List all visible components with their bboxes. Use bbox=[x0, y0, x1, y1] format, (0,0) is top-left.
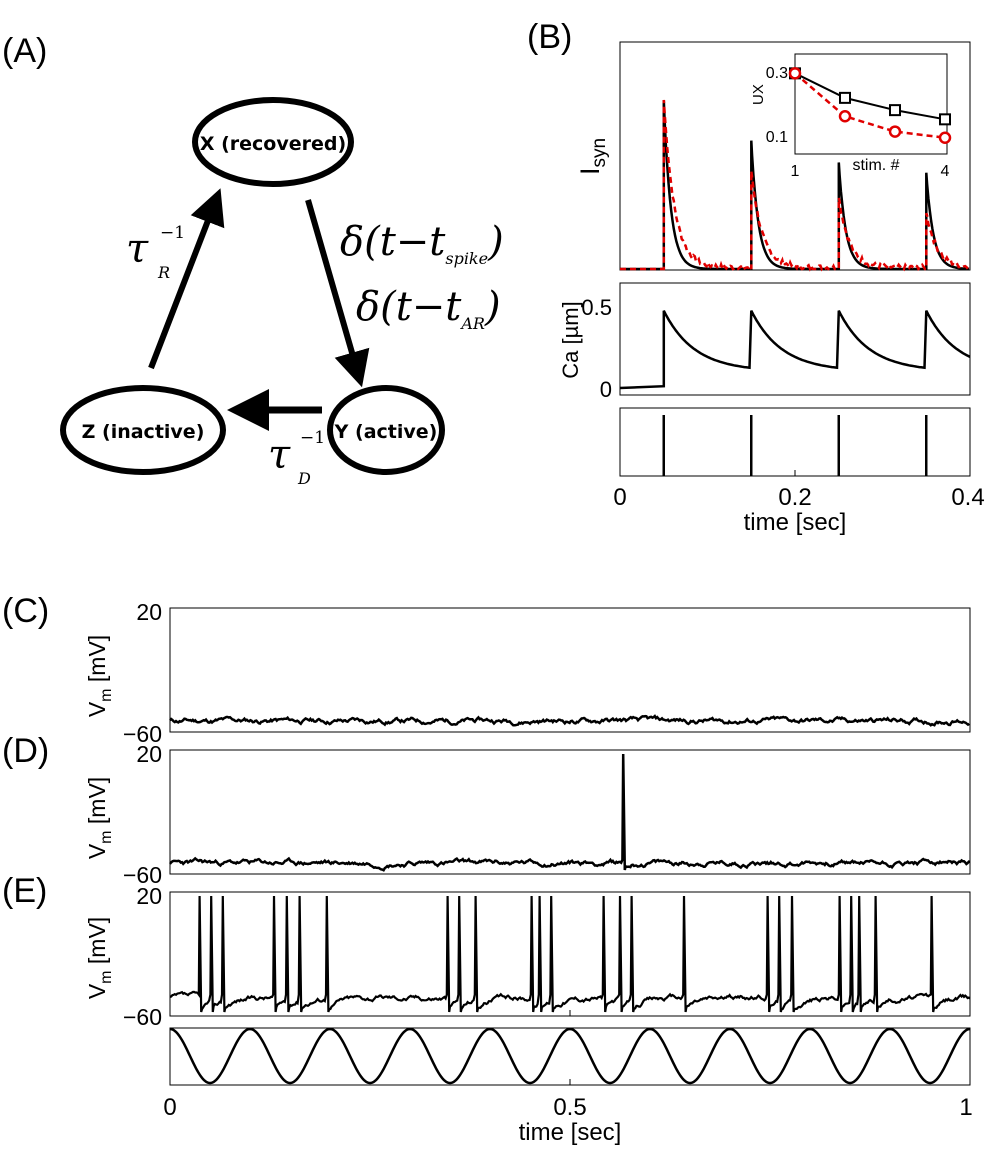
ca-ylabel: Ca [µm] bbox=[558, 301, 583, 378]
node-x-label: X (recovered) bbox=[200, 133, 346, 155]
ca-series bbox=[619, 310, 971, 390]
inset-circle-marker-2 bbox=[838, 110, 852, 123]
arrow-x-to-y bbox=[305, 199, 370, 388]
delta-spike: δ(t−tspike) bbox=[340, 219, 504, 268]
c-ytick-20: 20 bbox=[136, 599, 162, 625]
arrow-z-to-x bbox=[148, 188, 225, 370]
d-ylabel: Vm [mV] bbox=[84, 777, 115, 859]
vm-trace-d bbox=[169, 753, 971, 872]
sine-axes bbox=[169, 1027, 971, 1086]
inset-series-black bbox=[794, 72, 946, 121]
inset-circle-marker-4 bbox=[938, 131, 952, 144]
rate-label-r-sub: R bbox=[157, 263, 170, 282]
e-xtick-0.5: 0.5 bbox=[553, 1094, 586, 1121]
d-ytick-20: 20 bbox=[136, 741, 162, 767]
node-y-label: Y (active) bbox=[334, 421, 438, 443]
panel-b: Isyn UX 0.3 0.1 1 4 stim. # Ca [µm] 0.5 … bbox=[558, 41, 985, 536]
rate-label-d-exp: −1 bbox=[300, 428, 325, 448]
panel-c: 20 −60 Vm [mV] bbox=[84, 599, 971, 747]
inset-circle-marker-3 bbox=[888, 125, 902, 138]
panel-e: 20 −60 Vm [mV] 0 0.5 1 time [sec] bbox=[84, 883, 973, 1146]
node-y-ellipse bbox=[327, 385, 445, 475]
isyn-series-red bbox=[620, 99, 970, 272]
e-ytick-neg60: −60 bbox=[123, 1004, 162, 1030]
inset-xtick-4: 4 bbox=[941, 163, 950, 180]
rate-label-r: τ bbox=[126, 226, 149, 272]
inset-ytick-0.1: 0.1 bbox=[766, 129, 788, 146]
inset-series-red bbox=[794, 72, 946, 139]
vm-trace-c bbox=[169, 714, 970, 727]
ca-ytick-0: 0 bbox=[600, 377, 612, 402]
inset-square-marker-2 bbox=[839, 91, 851, 104]
vm-trace-e bbox=[169, 895, 971, 1013]
delta-ar: δ(t−tAR) bbox=[356, 284, 501, 333]
inset-square-marker-4 bbox=[939, 113, 951, 126]
inset-ylabel: UX bbox=[750, 84, 767, 105]
ca-axes bbox=[619, 282, 971, 396]
isyn-ylabel: Isyn bbox=[575, 138, 610, 175]
inset-xlabel: stim. # bbox=[852, 157, 899, 174]
c-axes bbox=[169, 607, 971, 733]
panel-label-b: (B) bbox=[527, 18, 572, 56]
node-z-ellipse bbox=[60, 385, 226, 475]
e-ylabel: Vm [mV] bbox=[84, 917, 115, 999]
b-xtick-0.4: 0.4 bbox=[951, 484, 984, 511]
panel-label-c: (C) bbox=[2, 592, 49, 630]
rate-label-d-sub: D bbox=[297, 469, 311, 488]
inset-xtick-1: 1 bbox=[791, 163, 800, 180]
node-z-label: Z (inactive) bbox=[82, 421, 205, 443]
b-xtick-0.2: 0.2 bbox=[778, 484, 811, 511]
inset-square-marker-3 bbox=[889, 104, 901, 117]
e-xtick-0: 0 bbox=[163, 1094, 176, 1121]
ca-ytick-0.5: 0.5 bbox=[581, 295, 612, 320]
panel-d: 20 −60 Vm [mV] bbox=[84, 741, 971, 888]
e-xlabel: time [sec] bbox=[519, 1119, 622, 1146]
b-xticks bbox=[619, 470, 971, 476]
b-xlabel: time [sec] bbox=[744, 509, 847, 536]
c-ylabel: Vm [mV] bbox=[84, 635, 115, 717]
e-xtick-1: 1 bbox=[959, 1094, 972, 1121]
d-ytick-neg60: −60 bbox=[123, 862, 162, 888]
ux-inset: UX 0.3 0.1 1 4 stim. # bbox=[750, 53, 952, 180]
panel-label-e: (E) bbox=[2, 872, 47, 910]
rate-label-r-exp: −1 bbox=[160, 223, 185, 243]
panel-label-d: (D) bbox=[2, 732, 49, 770]
state-diagram: X (recovered) Y (active) Z (inactive) τ … bbox=[60, 97, 504, 488]
spike-raster bbox=[662, 415, 928, 476]
panel-label-a: (A) bbox=[2, 32, 47, 70]
b-xtick-0: 0 bbox=[613, 484, 626, 511]
c-ytick-neg60: −60 bbox=[123, 721, 162, 747]
oscillation-trace bbox=[169, 1027, 971, 1085]
inset-ytick-0.3: 0.3 bbox=[766, 65, 788, 82]
d-axes bbox=[169, 749, 971, 875]
node-x-ellipse bbox=[192, 97, 354, 187]
e-ytick-20: 20 bbox=[136, 883, 162, 909]
rate-label-d: τ bbox=[268, 432, 291, 478]
spike-axes bbox=[619, 407, 971, 477]
inset-circle-marker-1 bbox=[788, 67, 802, 80]
